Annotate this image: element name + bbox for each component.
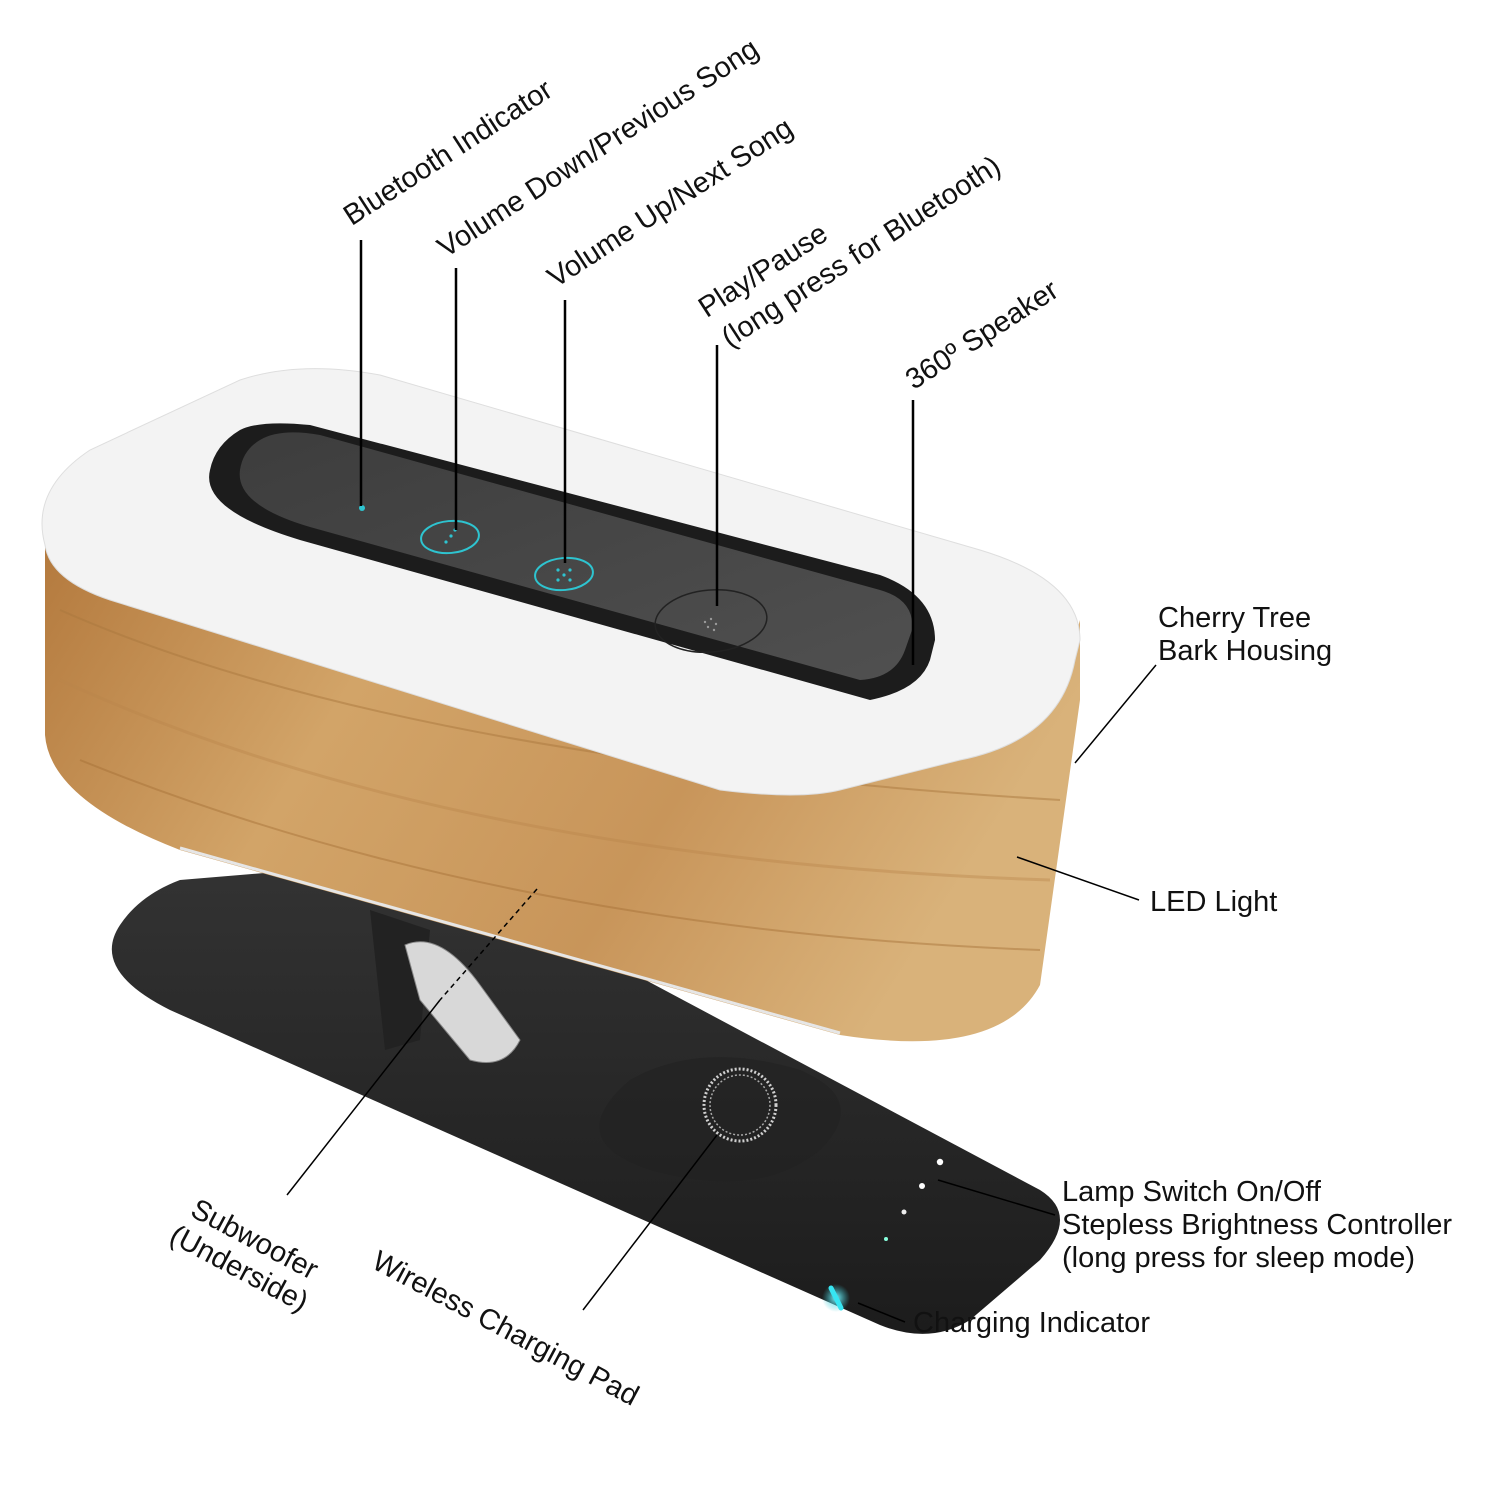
label-housing: Cherry Tree Bark Housing [1158, 602, 1333, 667]
bluetooth-indicator-led [359, 505, 365, 511]
brightness-dots [884, 1109, 979, 1241]
wood-housing [45, 545, 1080, 1042]
leader-lines [359, 240, 915, 665]
control-panel [209, 423, 935, 700]
charging-base [111, 860, 1060, 1334]
label-charging-indicator: Charging Indicator [913, 1307, 1150, 1339]
label-led-light: LED Light [1150, 886, 1278, 918]
charging-indicator-light [822, 1284, 850, 1312]
label-lamp-switch: Lamp Switch On/Off Stepless Brightness C… [1062, 1176, 1453, 1274]
subwoofer-stem [370, 910, 521, 1063]
